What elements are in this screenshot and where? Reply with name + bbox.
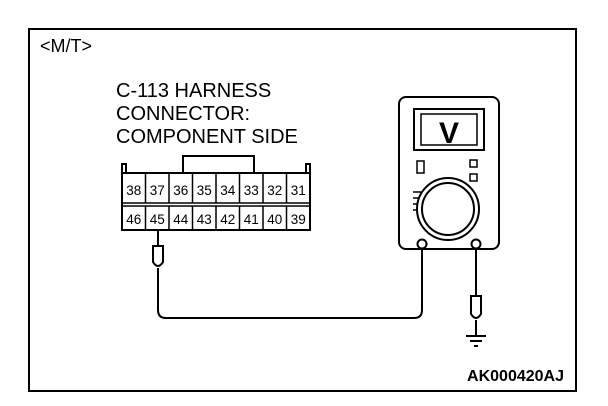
pin-label-32: 32 [267,183,282,198]
connector-title-line-1: C-113 HARNESS [116,80,271,102]
variant-label: <M/T> [40,36,92,56]
connector-latch-right [305,163,311,173]
pin-label-43: 43 [197,212,212,227]
connector-latch-left [121,163,127,173]
pin-label-39: 39 [291,212,306,227]
connector-title-line-3: COMPONENT SIDE [116,126,298,148]
pin-row-top: 38 37 36 35 34 33 32 31 [126,183,306,198]
pin-label-34: 34 [220,183,236,198]
pin-label-44: 44 [173,212,189,227]
probe-jack-positive [416,238,428,250]
pin-label-46: 46 [126,212,141,227]
pin-label-35: 35 [197,183,212,198]
voltmeter: V [398,96,500,250]
voltage-symbol: V [439,117,459,150]
selector-dial [421,182,475,236]
power-switch [416,160,425,174]
pin-label-40: 40 [267,212,282,227]
ground-icon [466,335,486,347]
ground-lead [470,249,482,336]
pin-label-31: 31 [291,183,306,198]
pin-label-37: 37 [150,183,165,198]
test-lead-wire [157,242,423,319]
pin-grid [144,173,288,230]
meter-button-1 [469,159,478,168]
meter-button-2 [469,173,478,182]
connector-title: C-113 HARNESS CONNECTOR: COMPONENT SIDE [116,80,298,148]
connector-title-line-2: CONNECTOR: [116,103,250,125]
pin-label-45: 45 [150,212,165,227]
probe-jack-negative [470,238,482,250]
connector-lock-tab [182,155,255,173]
pin-label-41: 41 [244,212,259,227]
pin-row-bottom: 46 45 44 43 42 41 40 39 [126,212,306,227]
pin-label-36: 36 [173,183,188,198]
harness-connector: 38 37 36 35 34 33 32 31 46 45 44 43 42 41 40 39 [121,155,311,231]
pin-label-33: 33 [244,183,259,198]
pin-label-38: 38 [126,183,141,198]
pin-label-42: 42 [220,212,235,227]
outer-border [28,28,577,392]
test-probe-pin-45 [152,230,164,276]
figure-code: AK000420AJ [467,368,564,385]
